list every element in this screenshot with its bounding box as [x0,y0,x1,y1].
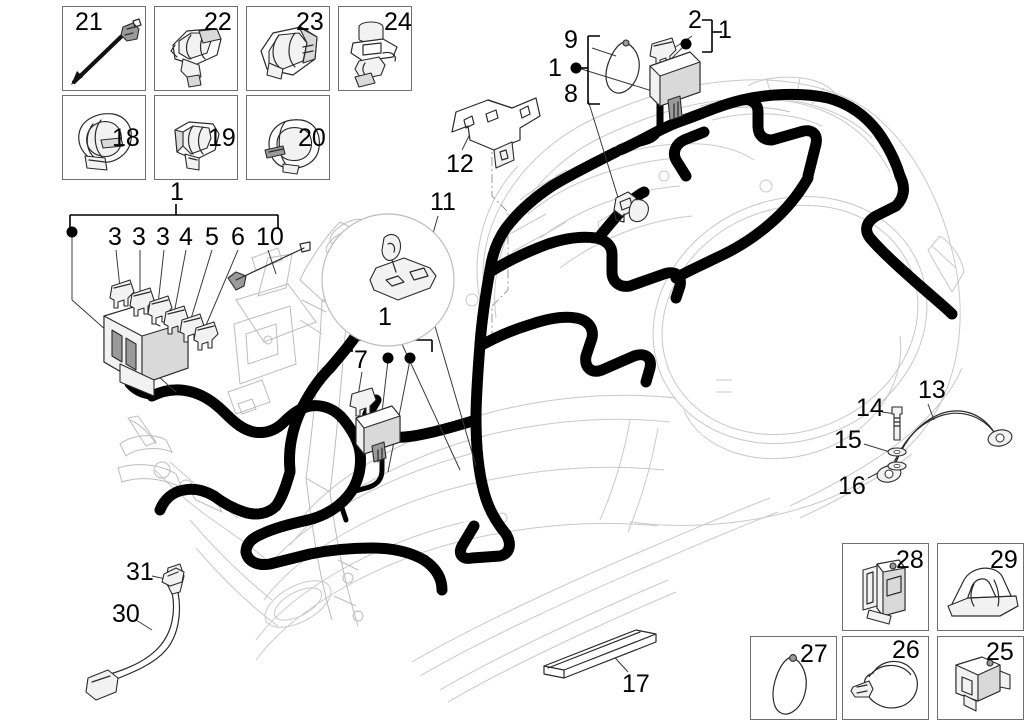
callout-26: 26 [892,636,920,664]
cable-holder-icon [862,559,906,625]
group-dot-mid-b [404,352,416,364]
part-box-22[interactable] [154,6,238,91]
callout-3b: 3 [132,223,146,251]
fuse-items [109,279,219,351]
part-box-28[interactable] [842,543,929,631]
group-dot-mid-a [382,352,394,364]
callout-15: 15 [834,426,862,454]
group-dot-top [570,62,582,74]
callout-9: 9 [564,26,578,54]
fuse-6 [193,321,219,351]
callout-group-1-top: 1 [548,54,562,82]
cable-saddle-icon [947,567,1019,617]
part-box-20[interactable] [246,95,330,180]
fuse-3b [129,287,155,317]
part-box-23[interactable] [246,6,330,91]
callout-12: 12 [446,150,474,178]
spring-clip-9 [605,39,640,94]
callout-3c: 3 [156,223,170,251]
callout-group-1-right: 1 [718,16,732,44]
detail-magnifier-11 [321,213,455,347]
group-bracket-1-left [69,204,279,228]
callout-group-1-mid: 1 [378,303,392,331]
callout-10: 10 [256,223,284,251]
callout-21: 21 [75,8,103,36]
cable-tie-10 [227,241,311,291]
callout-7: 7 [354,346,368,374]
callout-24: 24 [384,8,412,36]
ground-strap-assembly [876,406,1013,483]
callout-29: 29 [990,546,1018,574]
callout-14: 14 [856,394,884,422]
cable-clamp-8 [613,191,649,223]
cable-clamp-icon [350,21,398,88]
callout-5: 5 [205,223,219,251]
part-box-18[interactable] [62,95,146,180]
part-box-21[interactable] [62,6,146,91]
spring-clip-icon [772,654,807,715]
cable-block-icon [955,656,1011,712]
harness-clip-icon [260,26,318,80]
callout-2: 2 [688,6,702,34]
part-box-24[interactable] [338,6,412,91]
relay-assembly-mid [349,387,401,463]
part-box-29[interactable] [937,543,1024,631]
fuse-3a [109,279,135,309]
callout-17: 17 [622,670,650,698]
callout-28: 28 [896,546,924,574]
part-box-27[interactable] [750,636,837,720]
callout-3a: 3 [108,223,122,251]
callout-4: 4 [179,223,193,251]
cable-loop-icon [850,660,918,709]
harness-clip-icon [170,28,222,88]
callout-16: 16 [838,472,866,500]
callout-18: 18 [112,124,140,152]
callout-group-1-left: 1 [170,178,184,206]
callout-20: 20 [298,124,326,152]
callout-13: 13 [918,376,946,404]
callout-31: 31 [126,558,154,586]
cable-clip-icon [174,121,220,171]
cable-tie-long-icon [71,18,142,85]
protective-sleeve-17 [543,629,657,679]
cable-clip-icon [78,113,132,171]
relay-assembly-top [649,37,701,121]
callout-23: 23 [296,8,324,36]
cable-band-icon [264,119,320,175]
callout-30: 30 [112,600,140,628]
group-bracket-1-right [702,19,722,53]
group-dot-right [680,38,692,50]
sensor-cable-30 [85,563,185,701]
part-box-19[interactable] [154,95,238,180]
callout-6: 6 [231,223,245,251]
callout-11: 11 [430,188,456,216]
callout-27: 27 [800,640,828,668]
callout-25: 25 [986,638,1014,666]
mounting-bracket-12 [451,97,541,169]
group-dot-left [66,226,78,238]
callout-8: 8 [564,80,578,108]
part-box-25[interactable] [937,636,1024,720]
callout-19: 19 [208,124,236,152]
callout-22: 22 [204,8,232,36]
part-box-26[interactable] [842,636,929,720]
